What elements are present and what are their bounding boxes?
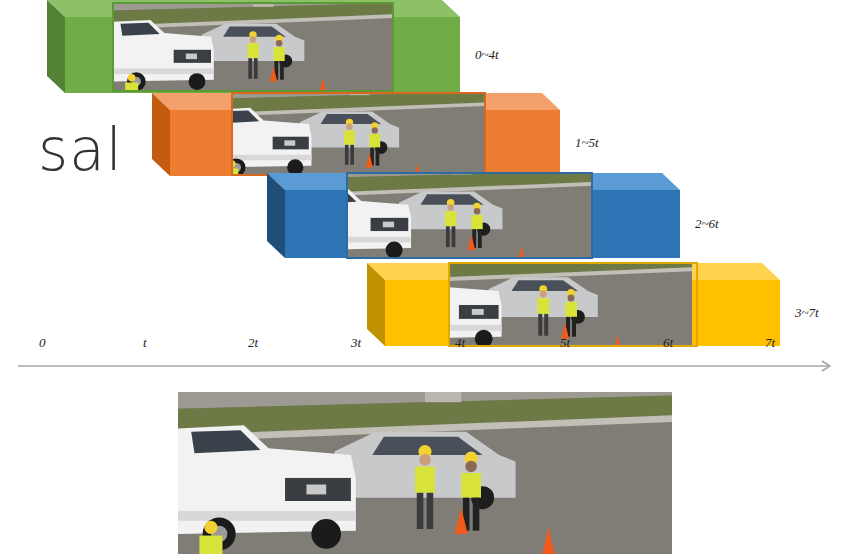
time-range-label: 2~6t [695, 216, 719, 232]
axis-tick-label: 5t [560, 335, 570, 351]
time-range-label: 3~7t [795, 305, 819, 321]
axis-tick-label: 6t [663, 335, 673, 351]
time-window-box: 1~5t [170, 110, 560, 176]
time-window-box: 3~7t [385, 280, 780, 346]
axis-tick-label: 2t [248, 335, 258, 351]
axis-tick-label: 4t [455, 335, 465, 351]
axis-tick-label: 3t [351, 335, 361, 351]
axis-tick-label: 7t [765, 335, 775, 351]
time-window-box: 0~4t [65, 17, 460, 93]
title-fragment: sal [38, 116, 123, 184]
axis-tick-label: t [143, 335, 147, 351]
axis-tick-label: 0 [39, 335, 46, 351]
time-range-label: 1~5t [575, 135, 599, 151]
time-window-box: 2~6t [285, 190, 680, 258]
time-range-label: 0~4t [475, 47, 499, 63]
